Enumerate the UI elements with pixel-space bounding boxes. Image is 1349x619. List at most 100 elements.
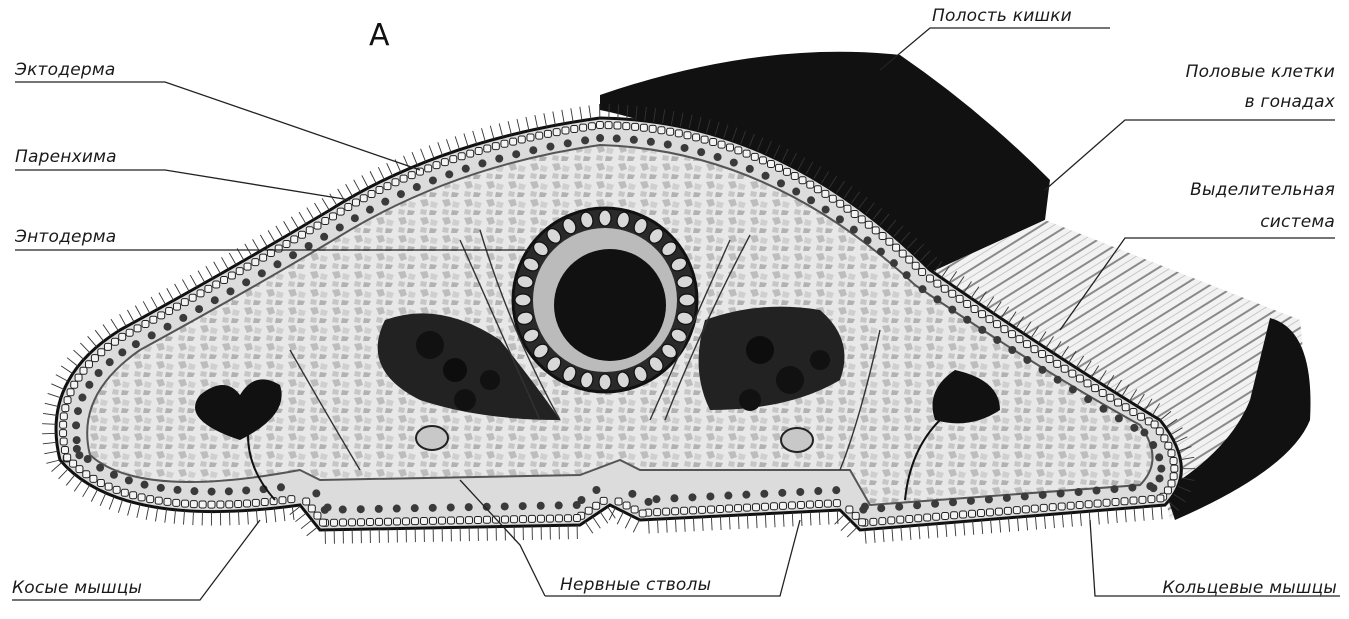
epidermal-cell xyxy=(322,218,329,225)
epidermal-cell xyxy=(71,381,78,388)
cilium xyxy=(1107,510,1108,524)
epidermal-cell xyxy=(632,123,639,130)
epidermal-cell xyxy=(684,132,691,139)
epidermal-cell xyxy=(1161,435,1168,442)
muscle-dot xyxy=(742,491,750,499)
muscle-dot xyxy=(1130,424,1138,432)
muscle-dot xyxy=(628,490,636,498)
epidermal-cell xyxy=(623,123,630,130)
epidermal-cell xyxy=(60,413,67,420)
endoderm-cell xyxy=(679,294,695,306)
muscle-dot xyxy=(555,501,563,509)
epidermal-cell xyxy=(90,475,97,482)
epidermal-cell xyxy=(912,262,919,269)
epidermal-cell xyxy=(340,519,347,526)
epidermal-cell xyxy=(829,195,836,202)
cilium xyxy=(801,512,802,526)
epidermal-cell xyxy=(949,290,956,297)
muscle-dot xyxy=(688,493,696,501)
cilium xyxy=(593,517,601,529)
muscle-dot xyxy=(1057,489,1065,497)
cilium xyxy=(256,510,257,524)
cilium xyxy=(74,480,82,491)
muscle-dot xyxy=(697,148,705,156)
muscle-dot xyxy=(190,487,198,495)
epidermal-cell xyxy=(964,300,971,307)
epidermal-cell xyxy=(213,281,220,288)
cilium xyxy=(174,510,175,524)
cilium xyxy=(274,508,275,522)
muscle-dot xyxy=(596,134,604,142)
muscle-dot xyxy=(1038,366,1046,374)
epidermal-cell xyxy=(408,172,415,179)
epidermal-cell xyxy=(1022,506,1029,513)
epidermal-cell xyxy=(580,124,587,131)
label-ectoderm: Эктодерма xyxy=(15,60,116,80)
epidermal-cell xyxy=(441,159,448,166)
cilium xyxy=(1017,517,1018,531)
cilium xyxy=(901,527,902,541)
cilium xyxy=(964,522,965,536)
muscle-dot xyxy=(1021,492,1029,500)
epidermal-cell xyxy=(768,161,775,168)
cilium xyxy=(589,105,591,119)
epidermal-cell xyxy=(189,294,196,301)
epidermal-cell xyxy=(735,147,742,154)
epidermal-cell xyxy=(164,498,171,505)
muscle-dot xyxy=(1099,405,1107,413)
muscle-dot xyxy=(832,486,840,494)
epidermal-cell xyxy=(236,268,243,275)
muscle-dot xyxy=(861,503,869,511)
cilium xyxy=(526,117,529,131)
muscle-dot xyxy=(1003,494,1011,502)
epidermal-cell xyxy=(456,517,463,524)
cilium xyxy=(438,142,443,155)
cilium xyxy=(553,111,556,125)
cilium xyxy=(109,496,114,509)
epidermal-cell xyxy=(97,479,104,486)
epidermal-cell xyxy=(797,501,804,508)
muscle-dot xyxy=(1075,488,1083,496)
cilium xyxy=(429,145,434,158)
cilium xyxy=(73,350,83,359)
muscle-dot xyxy=(746,165,754,173)
muscle-dot xyxy=(1157,465,1165,473)
muscle-dot xyxy=(157,484,165,492)
muscle-dot xyxy=(592,486,600,494)
epidermal-cell xyxy=(718,141,725,148)
epidermal-cell xyxy=(571,125,578,132)
cilium xyxy=(370,171,376,184)
cilium xyxy=(490,126,494,140)
cilium xyxy=(127,310,134,322)
epidermal-cell xyxy=(458,153,465,160)
epidermal-cell xyxy=(546,515,553,522)
cilium xyxy=(738,515,739,529)
muscle-dot xyxy=(208,488,216,496)
cilium xyxy=(137,504,140,518)
epidermal-cell xyxy=(872,227,879,234)
muscle-dot xyxy=(919,285,927,293)
epidermal-cell xyxy=(150,316,157,323)
cilium xyxy=(982,520,983,534)
muscle-dot xyxy=(357,505,365,513)
cilium xyxy=(544,113,547,127)
epidermal-cell xyxy=(717,505,724,512)
epidermal-cell xyxy=(969,510,976,517)
epidermal-cell xyxy=(783,168,790,175)
muscle-dot xyxy=(1115,414,1123,422)
epidermal-cell xyxy=(701,136,708,143)
muscle-dot xyxy=(289,251,297,259)
epidermal-cell xyxy=(1170,457,1177,464)
muscle-dot xyxy=(132,340,140,348)
epidermal-cell xyxy=(1031,505,1038,512)
epidermal-cell xyxy=(993,321,1000,328)
muscle-dot xyxy=(478,159,486,167)
epidermal-cell xyxy=(759,157,766,164)
cilium xyxy=(100,493,106,506)
cilium xyxy=(729,516,730,530)
muscle-dot xyxy=(760,490,768,498)
epidermal-cell xyxy=(537,515,544,522)
cilium xyxy=(183,511,184,525)
muscle-dot xyxy=(174,486,182,494)
nerve-trunk-left xyxy=(416,426,448,450)
